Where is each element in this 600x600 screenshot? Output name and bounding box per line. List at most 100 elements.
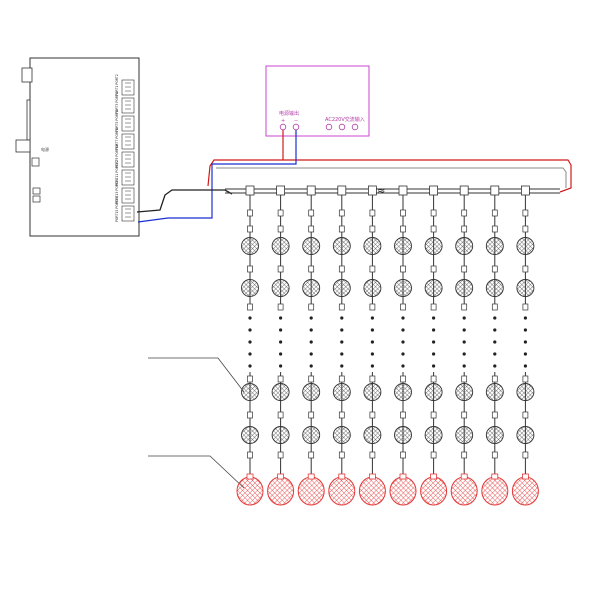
end-ball-cap bbox=[430, 473, 438, 480]
cable-clip bbox=[308, 375, 315, 383]
mesh-ball-icon bbox=[363, 383, 382, 401]
continuation-dot bbox=[432, 328, 436, 332]
negative-wire bbox=[137, 130, 297, 223]
continuation-dot bbox=[432, 352, 436, 356]
positive-wire bbox=[207, 130, 572, 193]
led-string bbox=[236, 185, 264, 506]
cable-clip bbox=[430, 225, 437, 233]
ac-terminal-1 bbox=[325, 123, 333, 131]
cable-clip bbox=[338, 209, 345, 217]
continuation-dot bbox=[279, 340, 283, 344]
cable-clip bbox=[369, 225, 376, 233]
continuation-dot bbox=[462, 328, 466, 332]
cable-clip bbox=[522, 303, 529, 311]
port-label: PORT11 PORT12 bbox=[115, 160, 119, 186]
end-mesh-ball-icon bbox=[389, 476, 417, 506]
cable-clip bbox=[338, 265, 345, 273]
mesh-ball-icon bbox=[455, 426, 474, 444]
cable-clip bbox=[400, 303, 406, 311]
cable-clip bbox=[491, 225, 498, 233]
cable-clip bbox=[369, 451, 376, 459]
mesh-ball-icon bbox=[485, 279, 504, 297]
mesh-ball-icon bbox=[271, 279, 290, 297]
mesh-ball-icon bbox=[302, 426, 321, 444]
mesh-ball-icon bbox=[394, 279, 412, 297]
mesh-ball-icon bbox=[302, 383, 321, 401]
mesh-ball-icon bbox=[241, 237, 259, 255]
continuation-dot bbox=[401, 316, 405, 320]
mesh-ball-icon bbox=[394, 426, 412, 444]
port-label: PORT7 PORT8 bbox=[115, 128, 119, 150]
controller-indicator-2 bbox=[32, 195, 41, 203]
cable-clip bbox=[247, 265, 253, 273]
continuation-dot bbox=[248, 340, 252, 344]
cable-clip bbox=[277, 225, 284, 233]
continuation-dot bbox=[493, 328, 497, 332]
cable-clip bbox=[277, 451, 284, 459]
ac-input-label: AC220V交流输入 bbox=[325, 116, 365, 123]
cable-clip bbox=[491, 209, 498, 217]
port-label: PORT9 PORT10 bbox=[115, 144, 119, 168]
cable-clip bbox=[522, 209, 529, 217]
cable-clip bbox=[400, 451, 406, 459]
cable-clip bbox=[247, 375, 253, 383]
cable-clip bbox=[430, 303, 437, 311]
cable-clip bbox=[522, 265, 529, 273]
port-connector bbox=[121, 115, 135, 132]
led-string bbox=[450, 185, 478, 506]
mesh-ball-icon bbox=[332, 383, 351, 401]
bus-tap bbox=[398, 185, 408, 196]
continuation-dot bbox=[340, 340, 344, 344]
cable-clip bbox=[522, 411, 529, 419]
continuation-dot bbox=[248, 352, 252, 356]
continuation-dot bbox=[401, 352, 405, 356]
bus-tap bbox=[337, 185, 347, 196]
continuation-dot bbox=[401, 328, 405, 332]
continuation-dot bbox=[401, 340, 405, 344]
cable-clip bbox=[461, 265, 468, 273]
mesh-ball-icon bbox=[455, 383, 474, 401]
mesh-ball-icon bbox=[302, 279, 321, 297]
cable-clip bbox=[369, 411, 376, 419]
inner-return-wire bbox=[216, 167, 567, 188]
mesh-ball-icon bbox=[455, 237, 474, 255]
mesh-ball-icon bbox=[332, 279, 351, 297]
continuation-dot bbox=[370, 328, 374, 332]
cable-clip bbox=[277, 209, 284, 217]
end-ball-cap bbox=[246, 473, 254, 480]
continuation-dot bbox=[279, 364, 283, 368]
continuation-dot bbox=[279, 352, 283, 356]
continuation-dot bbox=[370, 352, 374, 356]
cable-clip bbox=[491, 303, 498, 311]
cable-clip bbox=[247, 209, 253, 217]
mesh-ball-icon bbox=[271, 426, 290, 444]
continuation-dot bbox=[493, 352, 497, 356]
mesh-ball-icon bbox=[241, 426, 259, 444]
cable-clip bbox=[247, 303, 253, 311]
cable-clip bbox=[277, 375, 284, 383]
cable-clip bbox=[277, 411, 284, 419]
continuation-dot bbox=[401, 364, 405, 368]
cable-clip bbox=[491, 375, 498, 383]
mesh-ball-icon bbox=[394, 237, 412, 255]
cable-clip bbox=[277, 265, 284, 273]
ac-terminal-2 bbox=[338, 123, 346, 131]
port-connector bbox=[121, 151, 135, 168]
cable-clip bbox=[338, 375, 345, 383]
plus-terminal-sign: + bbox=[281, 118, 285, 124]
continuation-dot bbox=[370, 364, 374, 368]
continuation-dot bbox=[309, 316, 313, 320]
continuation-dot bbox=[248, 328, 252, 332]
continuation-dot bbox=[370, 316, 374, 320]
mesh-ball-icon bbox=[363, 279, 382, 297]
led-string bbox=[267, 185, 295, 506]
port-connector bbox=[121, 133, 135, 150]
led-strings bbox=[236, 185, 539, 506]
continuation-dot bbox=[523, 328, 528, 332]
led-string bbox=[297, 185, 325, 506]
end-mesh-ball-icon bbox=[328, 476, 356, 506]
end-mesh-ball-icon bbox=[511, 476, 539, 506]
end-mesh-ball-icon bbox=[236, 476, 264, 506]
port-label: PORT15 PORT16 bbox=[115, 196, 119, 222]
